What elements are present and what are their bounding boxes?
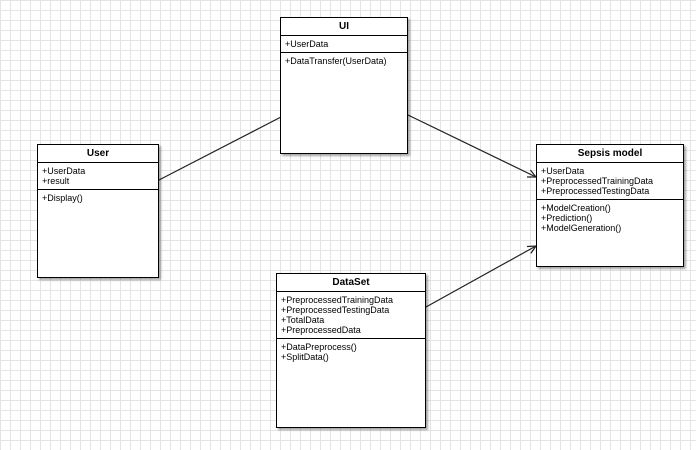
attribute: +PreprocessedTestingData (541, 186, 650, 196)
class-name: User (38, 145, 158, 163)
attribute: +PreprocessedData (281, 325, 361, 335)
attribute: +UserData (42, 166, 86, 176)
operation: +DataTransfer(UserData) (285, 56, 387, 66)
attribute: +UserData (541, 166, 585, 176)
relation-line-user-ui[interactable] (158, 116, 282, 181)
operation: +ModelGeneration() (541, 223, 622, 233)
class-box-sepsis-model[interactable]: Sepsis model +UserData +PreprocessedTrai… (536, 144, 684, 267)
attributes-compartment: +UserData +PreprocessedTrainingData +Pre… (537, 163, 683, 200)
attribute: +PreprocessedTrainingData (281, 295, 393, 305)
operations-compartment: +DataTransfer(UserData) (281, 53, 407, 153)
operation: +DataPreprocess() (281, 342, 357, 352)
attribute: +result (42, 176, 70, 186)
operation: +SplitData() (281, 352, 329, 362)
operations-compartment: +DataPreprocess() +SplitData() (277, 339, 425, 427)
operations-compartment: +ModelCreation() +Prediction() +ModelGen… (537, 200, 683, 266)
class-name: DataSet (277, 274, 425, 292)
attribute: +PreprocessedTestingData (281, 305, 390, 315)
relation-line-ui-sepsis-model[interactable] (407, 114, 537, 178)
class-name: Sepsis model (537, 145, 683, 163)
operations-compartment: +Display() (38, 190, 158, 277)
attributes-compartment: +UserData (281, 36, 407, 53)
attribute: +PreprocessedTrainingData (541, 176, 653, 186)
class-box-ui[interactable]: UI +UserData +DataTransfer(UserData) (280, 17, 408, 154)
operation: +Prediction() (541, 213, 593, 223)
class-box-dataset[interactable]: DataSet +PreprocessedTrainingData +Prepr… (276, 273, 426, 428)
relation-line-dataset-sepsis-model[interactable] (425, 245, 537, 308)
attribute: +UserData (285, 39, 329, 49)
operation: +ModelCreation() (541, 203, 611, 213)
attributes-compartment: +PreprocessedTrainingData +PreprocessedT… (277, 292, 425, 339)
class-box-user[interactable]: User +UserData +result +Display() (37, 144, 159, 278)
attributes-compartment: +UserData +result (38, 163, 158, 190)
class-name: UI (281, 18, 407, 36)
attribute: +TotalData (281, 315, 325, 325)
operation: +Display() (42, 193, 83, 203)
